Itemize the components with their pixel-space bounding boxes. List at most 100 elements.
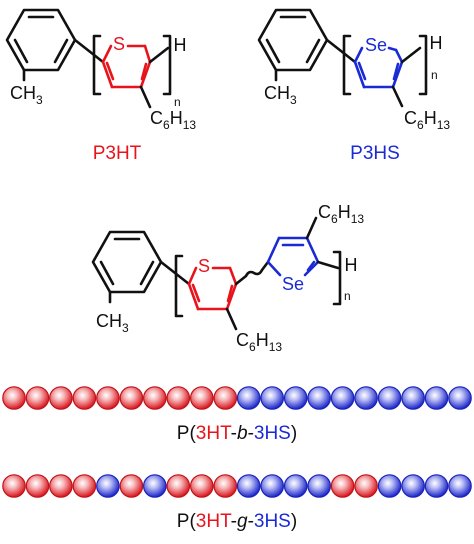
p3ht-hexyl-h: H	[170, 108, 183, 128]
copolymer-hexyl-top-h-sub: 13	[351, 212, 365, 226]
copolymer-selenophene-ring	[266, 236, 320, 277]
p3hs-benzene-ring	[257, 8, 357, 82]
p3hs-repeat-index: n	[431, 68, 438, 82]
thiophene-bead	[213, 386, 238, 410]
selenophene-bead	[283, 474, 308, 498]
p3ht-methyl-sub: 3	[36, 93, 43, 107]
copolymer-hexyl-top-c: C	[318, 202, 331, 222]
selenophene-bead	[354, 386, 378, 410]
p3hs-structure	[257, 8, 428, 108]
p3hs-hexyl-c: C	[404, 108, 417, 128]
p3hs-hexyl-c-sub: 6	[417, 118, 424, 132]
gradient-copolymer-caption: P(3HT-g-3HS)	[177, 511, 297, 532]
p3hs-selenophene-ring	[353, 46, 404, 89]
copolymer-hexyl-top-label: C6H13	[318, 202, 364, 226]
copolymer-hexyl-bottom-c: C	[236, 330, 249, 350]
p3ht-hexyl-h-sub: 13	[183, 118, 197, 132]
thiophene-bead	[190, 386, 214, 410]
p3ht-methyl-ch: CH	[10, 83, 36, 103]
copolymer-end-hydrogen: H	[345, 255, 358, 275]
p3ht-hexyl-c: C	[150, 108, 163, 128]
thiophene-bead	[166, 386, 191, 410]
selenophene-bead	[143, 474, 167, 498]
p3hs-methyl-sub: 3	[290, 93, 297, 107]
block-copolymer-caption: P(3HT-b-3HS)	[177, 423, 297, 444]
thiophene-bead	[2, 474, 26, 498]
thiophene-bead	[190, 474, 214, 498]
p3ht-name: P3HT	[93, 143, 142, 164]
p3ht-structure	[5, 8, 172, 109]
thiophene-bead	[330, 474, 355, 498]
selenophene-bead	[448, 386, 472, 410]
p3ht-repeat-index: n	[174, 95, 181, 109]
thiophene-bead	[25, 386, 50, 410]
copolymer-repeat-brackets	[174, 250, 342, 318]
selenophene-bead	[377, 386, 402, 410]
thiophene-bead	[166, 474, 191, 498]
thiophene-bead	[2, 386, 26, 410]
selenophene-bead	[330, 386, 355, 410]
copolymer-repeat-index: n	[344, 289, 351, 303]
selenophene-bead	[448, 474, 472, 498]
copolymer-hexyl-top-h: H	[338, 202, 351, 222]
p3hs-end-hydrogen: H	[430, 33, 443, 53]
copolymer-methyl-ch: CH	[96, 311, 122, 331]
thiophene-bead	[25, 474, 50, 498]
selenophene-bead	[401, 386, 425, 410]
copolymer-hexyl-bottom-h: H	[256, 330, 269, 350]
thiophene-bead	[354, 474, 378, 498]
p3hs-heteroatom-label: Se	[365, 35, 387, 55]
selenophene-bead	[236, 474, 261, 498]
p3ht-end-hydrogen: H	[174, 35, 187, 55]
selenophene-bead	[283, 386, 308, 410]
thiophene-bead	[213, 474, 238, 498]
p3hs-methyl-label: CH3	[264, 83, 297, 107]
p3ht-hexyl-c-sub: 6	[163, 118, 170, 132]
p3hs-hexyl-h: H	[424, 108, 437, 128]
thiophene-bead	[119, 386, 144, 410]
selenophene-bead	[424, 386, 449, 410]
p3ht-benzene-ring	[5, 8, 105, 82]
selenophene-bead	[401, 474, 425, 498]
p3ht-thiophene-ring	[101, 44, 152, 89]
thiophene-bead	[72, 474, 97, 498]
thiophene-bead	[96, 386, 120, 410]
p3hs-hexyl-h-sub: 13	[437, 118, 451, 132]
selenophene-bead	[96, 474, 120, 498]
p3hs-repeat-brackets	[342, 34, 428, 96]
p3hs-name: P3HS	[350, 143, 400, 164]
copolymer-sulfur-label: S	[198, 256, 210, 276]
selenophene-bead	[307, 386, 331, 410]
thiophene-bead	[49, 474, 73, 498]
copolymer-structure	[91, 216, 342, 331]
p3ht-methyl-label: CH3	[10, 83, 43, 107]
copolymer-hexyl-bottom-label: C6H13	[236, 330, 282, 354]
selenophene-bead	[377, 474, 402, 498]
thiophene-bead	[119, 474, 144, 498]
selenophene-bead	[307, 474, 331, 498]
copolymer-methyl-label: CH3	[96, 311, 129, 335]
copolymer-hexyl-bottom-c-sub: 6	[249, 340, 256, 354]
thiophene-bead	[72, 386, 97, 410]
selenophene-bead	[236, 386, 261, 410]
p3ht-heteroatom-label: S	[113, 34, 125, 54]
thiophene-bead	[143, 386, 167, 410]
p3hs-methyl-ch: CH	[264, 83, 290, 103]
selenophene-bead	[260, 474, 284, 498]
p3hs-hexyl-label: C6H13	[404, 108, 450, 132]
copolymer-hexyl-top-c-sub: 6	[331, 212, 338, 226]
selenophene-bead	[424, 474, 449, 498]
selenophene-bead	[260, 386, 284, 410]
block-copolymer-bead-chain	[2, 386, 472, 410]
copolymer-hexyl-bottom-h-sub: 13	[269, 340, 283, 354]
copolymer-methyl-sub: 3	[122, 321, 129, 335]
thiophene-bead	[49, 386, 73, 410]
copolymer-benzene-ring	[91, 230, 191, 304]
p3ht-repeat-brackets	[92, 34, 172, 96]
gradient-copolymer-bead-chain	[2, 474, 472, 498]
copolymer-selenium-label: Se	[282, 274, 304, 294]
p3ht-hexyl-label: C6H13	[150, 108, 196, 132]
copolymer-thiophene-ring	[187, 266, 238, 311]
